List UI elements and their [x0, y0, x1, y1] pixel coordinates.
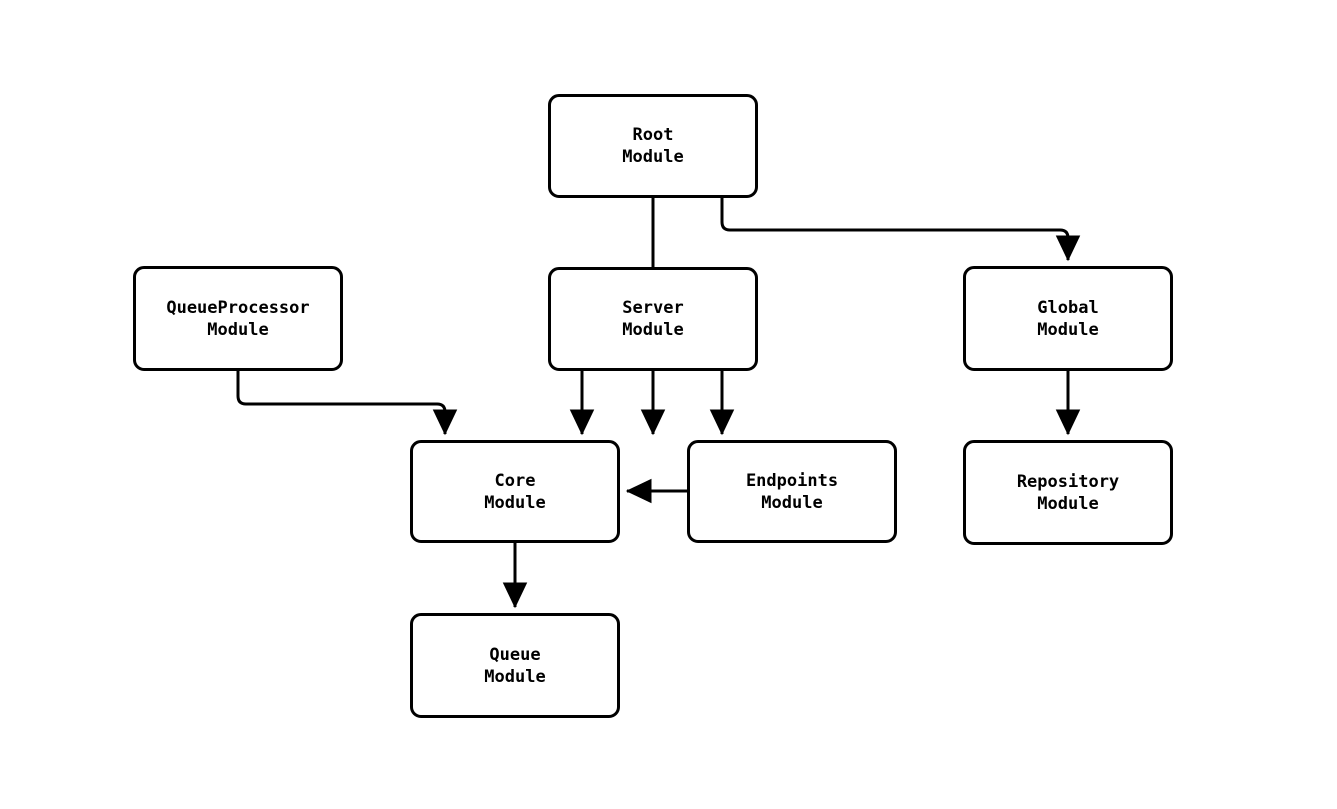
node-repository-module-line2: Module [1037, 493, 1099, 514]
node-queueprocessor-module-line2: Module [207, 319, 269, 340]
node-queue-module[interactable]: Queue Module [410, 613, 620, 718]
node-queueprocessor-module[interactable]: QueueProcessor Module [133, 266, 343, 371]
node-global-module[interactable]: Global Module [963, 266, 1173, 371]
node-queue-module-line1: Queue [489, 644, 541, 665]
node-core-module-line2: Module [484, 492, 546, 513]
node-repository-module[interactable]: Repository Module [963, 440, 1173, 545]
node-endpoints-module-line1: Endpoints [745, 470, 839, 491]
node-global-module-line2: Module [1037, 319, 1099, 340]
node-global-module-line1: Global [1037, 297, 1099, 318]
node-endpoints-module[interactable]: Endpoints Module [687, 440, 897, 543]
node-repository-module-line1: Repository [1016, 471, 1120, 492]
node-core-module-line1: Core [494, 470, 536, 491]
node-root-module[interactable]: Root Module [548, 94, 758, 198]
node-root-module-line1: Root [632, 125, 674, 145]
edge-root-to-global [720, 198, 1081, 262]
node-core-module[interactable]: Core Module [410, 440, 620, 543]
edge-queueprocessor-to-core [236, 371, 458, 436]
node-server-module-line2: Module [622, 320, 684, 340]
node-endpoints-module-line2: Module [761, 492, 823, 513]
node-server-module[interactable]: Server Module [548, 267, 758, 371]
node-root-module-line2: Module [622, 147, 684, 167]
node-queue-module-line2: Module [484, 666, 546, 687]
node-queueprocessor-module-line1: QueueProcessor [166, 297, 310, 318]
node-server-module-line1: Server [622, 298, 684, 318]
